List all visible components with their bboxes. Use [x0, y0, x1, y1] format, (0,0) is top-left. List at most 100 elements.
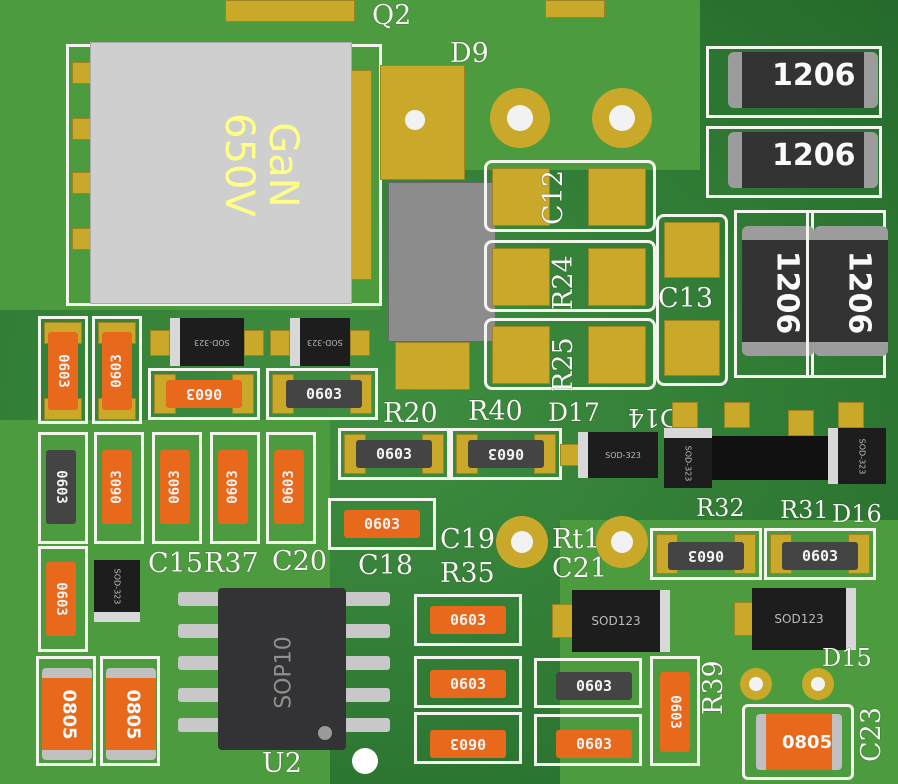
pad	[664, 222, 720, 278]
res-outline	[414, 712, 522, 764]
res-outline	[764, 528, 876, 580]
resistor-0603: 0603	[102, 332, 132, 410]
package-label: 0805	[58, 689, 80, 740]
ic-pin	[178, 592, 226, 606]
resistor-0603: 0603	[782, 542, 858, 570]
package-label: SOD-323	[307, 337, 343, 347]
res-outline	[414, 656, 522, 708]
diode-sod323: SOD-323	[170, 318, 244, 366]
ref-rt1: Rt1	[552, 524, 601, 555]
res-outline	[148, 368, 260, 420]
diode-sod323: SOD-323	[578, 432, 658, 478]
package-label: 0603	[575, 677, 613, 695]
capacitor-0805	[756, 714, 842, 770]
ref-r37: R37	[204, 548, 259, 579]
ic-sop10	[218, 588, 346, 750]
pad	[225, 0, 355, 22]
d9-body	[388, 182, 496, 342]
pad	[724, 402, 750, 428]
capacitor-0805	[106, 668, 156, 760]
res-outline	[328, 498, 436, 550]
ref-r24: R24	[548, 255, 579, 310]
ref-c12: C12	[538, 169, 569, 225]
package-label: 0603	[449, 675, 487, 693]
capacitor-0805	[42, 668, 92, 760]
ic-pin	[178, 688, 226, 702]
ref-c19: C19	[440, 524, 496, 555]
res-outline	[338, 428, 450, 480]
package-label: 0603	[363, 515, 401, 533]
c13-outline	[656, 214, 728, 386]
cap-outline	[706, 46, 882, 118]
pad	[244, 330, 264, 356]
pad	[588, 248, 646, 306]
package-label: 1206	[772, 58, 856, 93]
via	[496, 516, 548, 568]
package-label: 1206	[841, 250, 877, 335]
package-label: 0603	[687, 547, 725, 565]
gan-label: GaN 650V	[195, 105, 306, 225]
capacitor-1206	[814, 226, 888, 356]
pad	[350, 330, 370, 356]
ref-r25: R25	[548, 337, 579, 392]
capacitor-1206	[728, 52, 878, 108]
res-outline	[38, 316, 88, 424]
cap-outline	[706, 126, 882, 198]
r24-outline	[484, 240, 656, 312]
ref-d17: D17	[548, 398, 600, 427]
pin1-dot	[318, 726, 332, 740]
res-outline	[650, 528, 762, 580]
package-label: 0603	[53, 582, 69, 616]
gan-transistor	[90, 42, 352, 304]
res-outline	[92, 316, 142, 424]
ic-pin	[178, 656, 226, 670]
ref-d16: D16	[832, 500, 882, 528]
pad	[672, 402, 698, 428]
package-label: 0603	[55, 354, 71, 388]
ref-r32: R32	[696, 494, 745, 522]
pad	[788, 410, 814, 436]
resistor-0603: 0603	[660, 672, 690, 752]
ref-r20: R20	[383, 398, 438, 429]
cap-outline	[742, 704, 854, 780]
resistor-0603: 0603	[556, 730, 632, 758]
diode-sod323: SOD-323	[290, 318, 350, 366]
package-label: 0603	[185, 385, 223, 403]
res-outline	[210, 432, 260, 544]
ic-pin	[340, 718, 390, 732]
via	[596, 516, 648, 568]
resistor-0603: 0603	[102, 450, 132, 524]
ic-pin	[340, 592, 390, 606]
pad	[588, 326, 646, 384]
via	[740, 668, 772, 700]
ref-q2: Q2	[372, 0, 412, 31]
ic-pin	[340, 624, 390, 638]
pad	[270, 330, 290, 356]
package-label: SOD-323	[112, 568, 122, 604]
ref-r40: R40	[468, 396, 523, 427]
resistor-0603: 0603	[430, 670, 506, 698]
res-outline	[266, 432, 316, 544]
package-label: SOD-323	[194, 337, 230, 347]
package-label: 0603	[375, 445, 413, 463]
res-outline	[266, 368, 378, 420]
package-label: SOD-323	[605, 450, 641, 460]
resistor-0603: 0603	[46, 562, 76, 636]
gan-text: GaN	[260, 122, 306, 208]
capacitor-1206	[742, 226, 814, 356]
package-label: 0603	[53, 470, 69, 504]
via	[802, 668, 834, 700]
package-label: 0603	[487, 445, 525, 463]
package-label: 0603	[167, 470, 183, 504]
ref-c15: C15	[148, 548, 204, 579]
resistor-0603: 0603	[160, 450, 190, 524]
voltage-text: 650V	[216, 113, 262, 217]
res-outline	[94, 432, 144, 544]
r25-outline	[484, 318, 656, 390]
package-label: SOD123	[774, 612, 824, 626]
pad	[545, 0, 605, 18]
res-outline	[38, 432, 88, 544]
package-label: 0603	[575, 735, 613, 753]
resistor-0603: 0603	[468, 440, 544, 468]
